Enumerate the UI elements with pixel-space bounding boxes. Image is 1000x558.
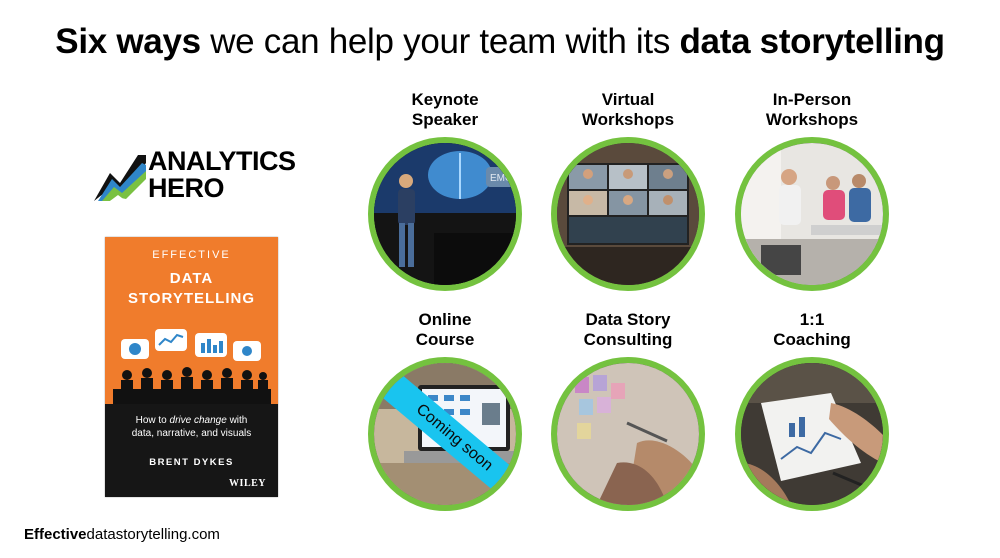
- book-subtitle-line-1: How to drive change with: [135, 415, 248, 426]
- book-subtitle-line-2: data, narrative, and visuals: [131, 428, 252, 439]
- book-cover[interactable]: EFFECTIVE DATA STORYTELLING How to drive…: [105, 237, 278, 497]
- coaching-desk-icon: [741, 363, 883, 505]
- keynote-photo[interactable]: EMO: [368, 137, 522, 291]
- consulting-photo[interactable]: [551, 357, 705, 511]
- video-call-icon: [557, 143, 699, 285]
- service-label: Data Story Consulting: [583, 310, 673, 349]
- office-team-icon: [741, 143, 883, 285]
- book-author: BRENT DYKES: [149, 457, 234, 468]
- title-bold-1: Six ways: [55, 22, 201, 61]
- in-person-workshop-photo[interactable]: [735, 137, 889, 291]
- mountain-logo-icon: [94, 155, 146, 201]
- keynote-screen-text: EMO: [490, 173, 513, 184]
- coaching-photo[interactable]: [735, 357, 889, 511]
- service-label: 1:1 Coaching: [773, 310, 851, 349]
- logo-line-2: HERO: [148, 173, 225, 203]
- book-title-line-1: DATA: [169, 270, 214, 287]
- footer-rest: datastorytelling.com: [86, 526, 220, 543]
- book-title-line-2: STORYTELLING: [127, 290, 255, 307]
- service-label: Virtual Workshops: [581, 90, 675, 129]
- keynote-stage-icon: EMO: [374, 143, 516, 285]
- book-eyebrow: EFFECTIVE: [152, 249, 231, 261]
- service-label: In-Person Workshops: [765, 90, 859, 129]
- logo-line-1: ANALYTICS: [148, 146, 296, 176]
- service-label: Online Course: [415, 310, 475, 349]
- service-label: Keynote Speaker: [411, 90, 479, 129]
- virtual-workshop-photo[interactable]: [551, 137, 705, 291]
- analytics-hero-logo: ANALYTICS HERO: [92, 145, 296, 205]
- sticky-notes-icon: [557, 363, 699, 505]
- title-middle: we can help your team with its: [200, 22, 680, 61]
- book-cover-bottom: How to drive change with data, narrative…: [105, 404, 278, 497]
- audience-illustration-icon: [113, 329, 271, 405]
- website-link[interactable]: Effectivedatastorytelling.com: [24, 526, 220, 543]
- online-course-photo[interactable]: Coming soon: [368, 357, 522, 511]
- page-title: Six ways we can help your team with its …: [0, 22, 1000, 62]
- footer-bold: Effective: [24, 526, 87, 543]
- title-bold-2: data storytelling: [679, 22, 945, 61]
- book-publisher: WILEY: [229, 478, 266, 489]
